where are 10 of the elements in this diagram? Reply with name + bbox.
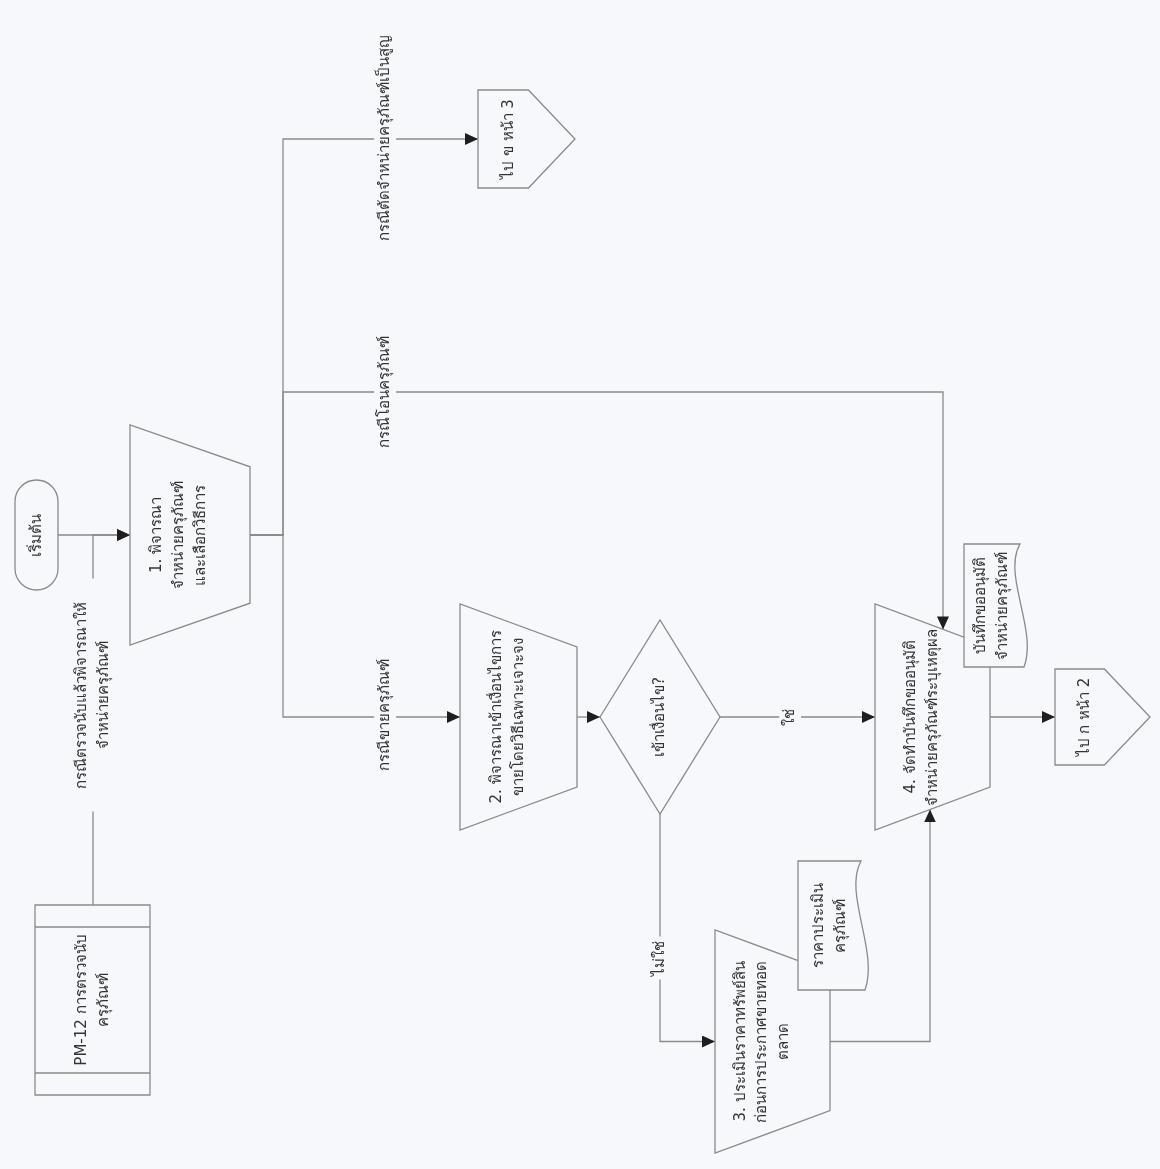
start-terminal: เริ่มต้น	[15, 480, 58, 590]
document-shape: บันทึกขออนุมัติจำหน่ายครุภัณฑ์	[964, 544, 1030, 667]
manual-operation-box: 2. พิจารณาเข้าเงื่อนไขการขายโดยวิธีเฉพาะเจาะจง	[460, 604, 577, 830]
predefined-process-box: PM-12 การตรวจนับครุภัณฑ์	[35, 905, 150, 1095]
decision-diamond: เข้าเงื่อนไข?	[600, 620, 720, 814]
off-page-connector: ไป ก หน้า 2	[1055, 669, 1150, 765]
manual-operation-box: 1. พิจารณาจำหน่ายครุภัณฑ์และเลือกวิธีการ	[130, 425, 250, 645]
off-page-connector: ไป ข หน้า 3	[478, 90, 575, 188]
document-shape: ราคาประเมินครุภัณฑ์	[798, 861, 871, 990]
edge-label: กรณีตรวจนับแล้วพิจารณาให้จำหน่ายครุภัณฑ์	[71, 578, 115, 812]
